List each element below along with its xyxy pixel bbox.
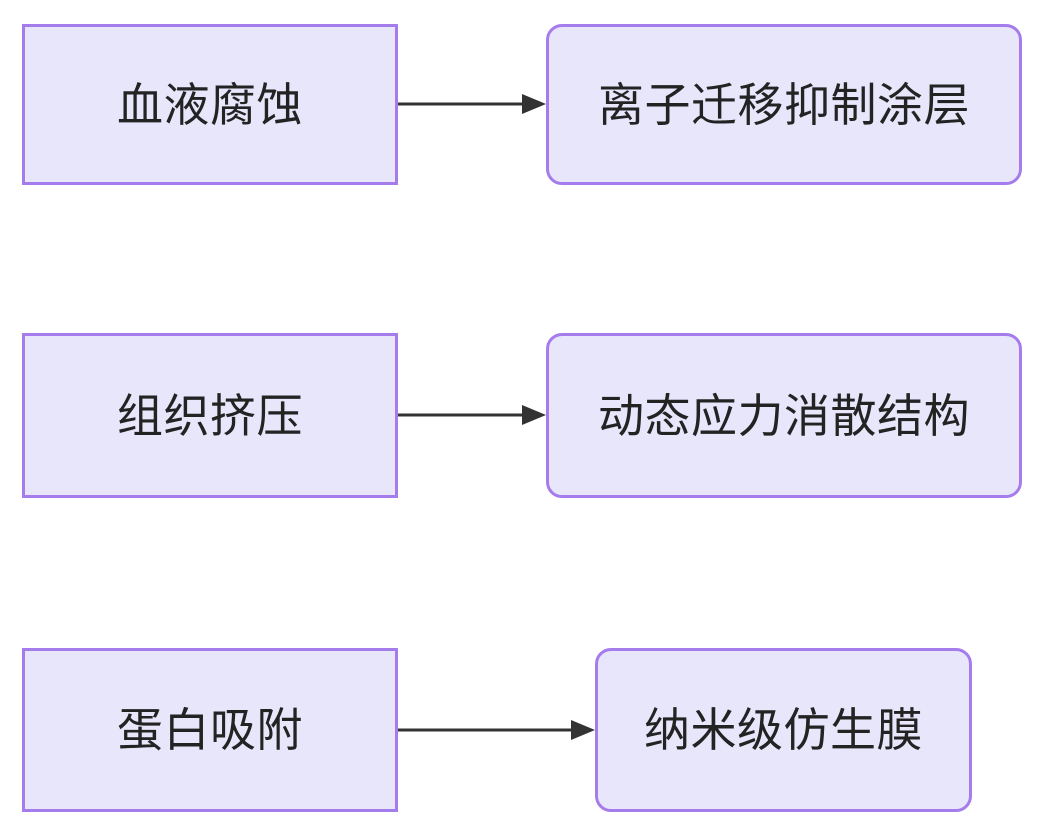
edge-row-2: [398, 398, 546, 432]
node-blood-corrosion[interactable]: 血液腐蚀: [22, 24, 398, 185]
node-dynamic-stress-dissipation-structure[interactable]: 动态应力消散结构: [546, 333, 1022, 498]
node-label: 血液腐蚀: [117, 78, 303, 131]
node-nanoscale-biomimetic-membrane[interactable]: 纳米级仿生膜: [595, 648, 972, 812]
arrow-right-icon: [398, 94, 546, 114]
node-label: 蛋白吸附: [117, 704, 303, 756]
node-ion-migration-inhibiting-coating[interactable]: 离子迁移抑制涂层: [546, 24, 1022, 185]
arrow-right-icon: [398, 720, 595, 740]
edge-row-3: [398, 713, 595, 747]
node-label: 动态应力消散结构: [598, 389, 970, 442]
node-label: 纳米级仿生膜: [644, 704, 923, 756]
edge-row-1: [398, 87, 546, 121]
node-label: 离子迁移抑制涂层: [598, 78, 970, 131]
node-protein-adsorption[interactable]: 蛋白吸附: [22, 648, 398, 812]
arrow-right-icon: [398, 405, 546, 425]
node-label: 组织挤压: [117, 389, 303, 442]
node-tissue-compression[interactable]: 组织挤压: [22, 333, 398, 498]
